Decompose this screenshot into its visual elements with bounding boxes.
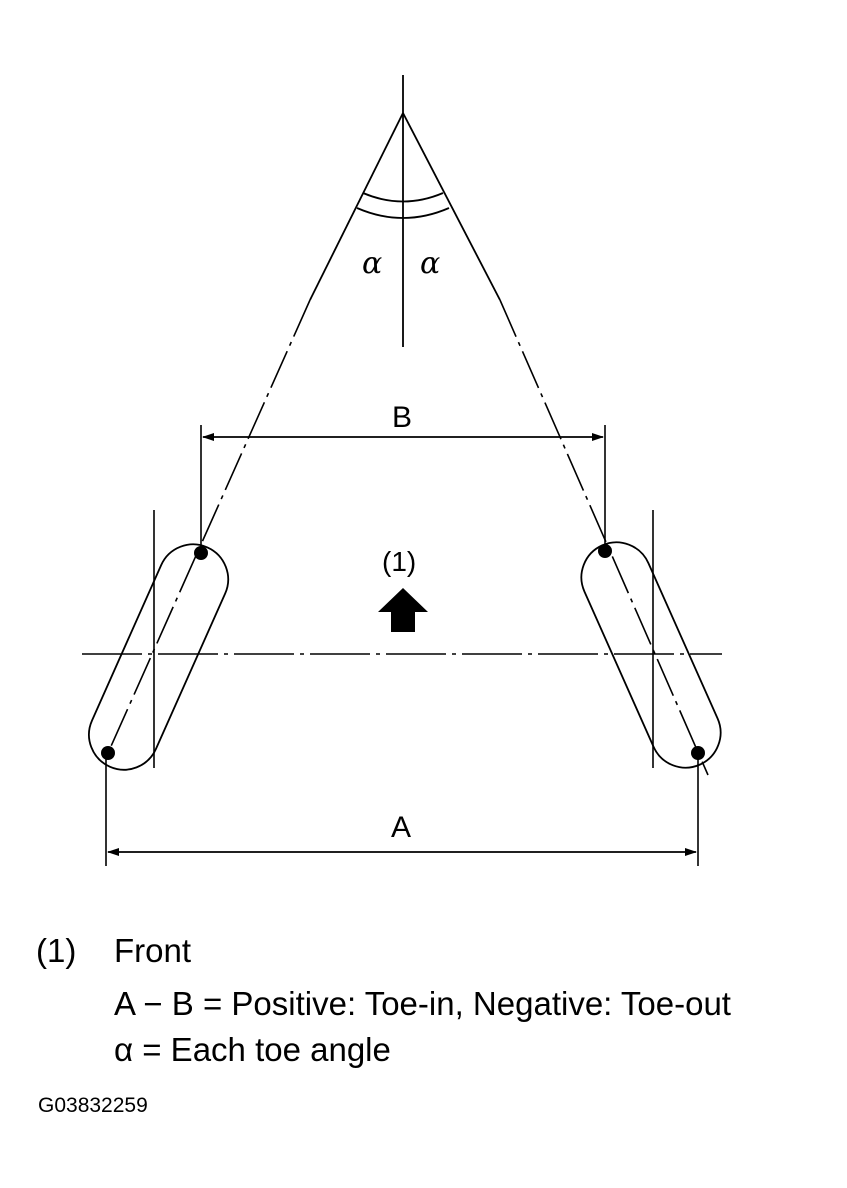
left-toe-line-dashed: [107, 299, 311, 754]
right-toe-line-solid: [402, 112, 501, 301]
front-arrow-icon: [378, 588, 428, 632]
angle-arc-outer: [356, 207, 450, 219]
left-toe-line-solid: [309, 112, 404, 301]
right-front-point: [598, 544, 612, 558]
left-rear-point: [101, 746, 115, 760]
figure-code: G03832259: [38, 1094, 148, 1117]
right-toe-line-dashed: [499, 299, 709, 776]
legend-ref-1: (1): [36, 932, 77, 969]
b-label: B: [392, 401, 412, 434]
alpha-label-left: α: [362, 246, 382, 281]
alpha-label-right: α: [420, 246, 440, 281]
a-label: A: [391, 811, 411, 844]
legend-text-front: Front: [114, 932, 192, 969]
front-marker-label: (1): [382, 546, 416, 577]
left-wheel: [88, 543, 230, 771]
left-front-point: [194, 546, 208, 560]
legend-note-toe-angle: α = Each toe angle: [114, 1031, 391, 1068]
angle-arc-inner: [362, 192, 444, 203]
legend-note-toe-in-out: A − B = Positive: Toe-in, Negative: Toe-…: [114, 985, 731, 1022]
